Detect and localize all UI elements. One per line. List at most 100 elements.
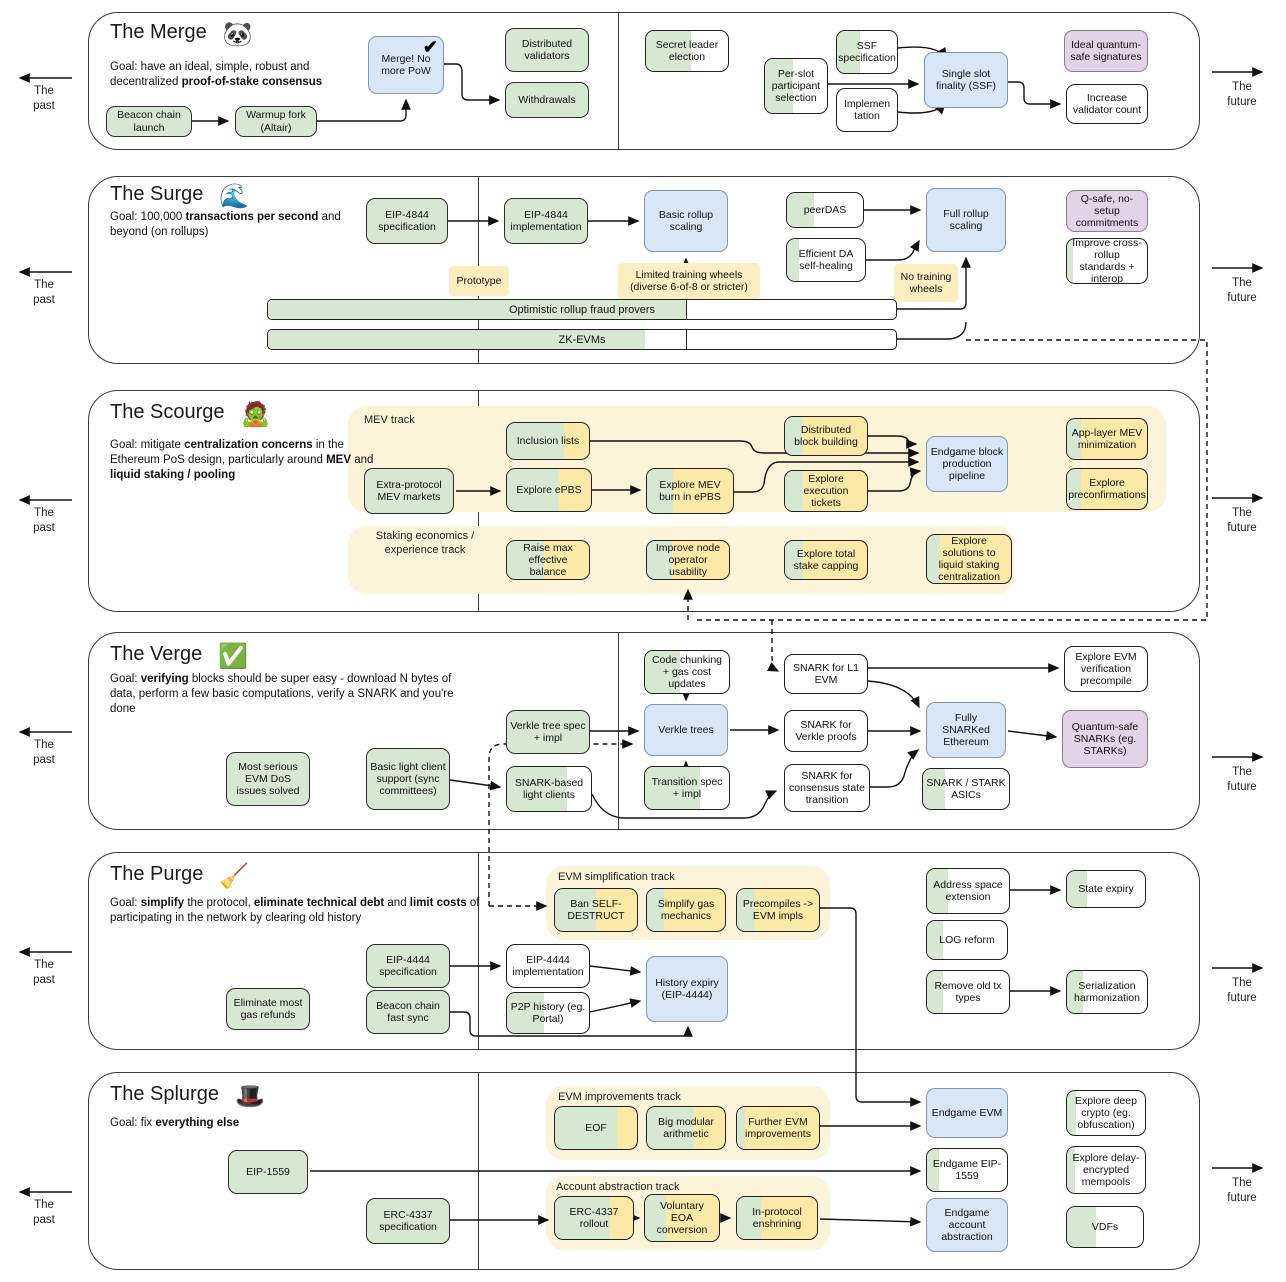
snark-for-l1-evm: SNARK for L1 EVM [784,654,868,694]
the-merge-container [88,12,1200,150]
explore-liquid-staking-solutions: Explore solutions to liquid staking cent… [926,534,1012,584]
explore-preconfirmations: Explore preconfirmations [1066,468,1148,510]
the-merge-title: The Merge🐼 [110,20,253,49]
snark-stark-asics: SNARK / STARK ASICs [922,768,1010,810]
the-verge-title: The Verge✅ [110,642,248,671]
improve-node-operator-usability: Improve node operator usability [646,540,730,580]
ssf-specification: SSF specification [836,30,898,74]
the-future-label: The future [1227,766,1257,793]
the-past-label: The past [33,1199,55,1226]
address-space-extension: Address space extension [926,868,1010,914]
full-rollup-scaling: Full rollup scaling [926,188,1006,252]
remove-old-tx-types: Remove old tx types [926,970,1010,1014]
the-purge-container [88,852,1200,1050]
per-slot-participant-selection: Per-slot participant selection [764,58,828,114]
eip-1559: EIP-1559 [228,1150,308,1194]
zk-evms-bar: ZK-EVMs [267,329,897,350]
secret-leader-election: Secret leader election [645,30,729,72]
the-merge-divider [618,12,619,150]
peerdas: peerDAS [786,192,864,228]
explore-deep-crypto: Explore deep crypto (eg. obfuscation) [1066,1090,1146,1136]
the-splurge-container [88,1072,1200,1270]
limited-training-wheels-label: Limited training wheels (diverse 6-of-8 … [618,263,760,299]
mev-track-label: MEV track [364,414,415,426]
q-safe-no-setup-commitments: Q-safe, no-setup commitments [1066,190,1148,232]
efficient-da-self-healing: Efficient DA self-healing [786,238,866,282]
explore-execution-tickets: Explore execution tickets [784,470,868,512]
explore-evm-verification-precompile: Explore EVM verification precompile [1064,646,1148,692]
simplify-gas-mechanics: Simplify gas mechanics [646,888,726,932]
app-layer-mev-minimization: App-layer MEV minimization [1066,418,1148,460]
zombie-icon: 🧟 [240,401,271,428]
the-surge-container [88,176,1200,364]
improve-cross-rollup-standards: Improve cross- rollup standards + intero… [1066,238,1148,284]
account-abstraction-track-label: Account abstraction track [556,1181,680,1193]
the-merge-title-text: The Merge [110,21,207,43]
merge-no-more-pow: Merge! No more PoW✔ [368,36,444,94]
explore-mev-burn-in-epbs: Explore MEV burn in ePBS [646,468,734,514]
basic-light-client-support: Basic light client support (sync committ… [366,748,450,810]
the-purge-title-text: The Purge [110,863,204,885]
evm-improvements-track-label: EVM improvements track [558,1091,681,1103]
no-training-wheels-label: No training wheels [894,264,958,302]
basic-rollup-scaling: Basic rollup scaling [644,190,728,252]
check-icon: ✅ [218,643,249,670]
ssf-implementation: Implemen tation [836,88,898,132]
distributed-block-building: Distributed block building [784,416,868,456]
the-verge-goal: Goal: verifying blocks should be super e… [110,673,454,715]
the-verge-divider [618,632,619,830]
optimistic-rollup-fraud-provers-bar: Optimistic rollup fraud provers [267,299,897,320]
increase-validator-count: Increase validator count [1066,84,1148,124]
endgame-eip-1559: Endgame EIP-1559 [926,1148,1008,1192]
eip-4844-specification: EIP-4844 specification [366,198,448,244]
eip-4444-specification: EIP-4444 specification [366,944,450,988]
transition-spec-impl: Transition spec + impl [644,766,730,810]
fully-snarked-ethereum: Fully SNARKed Ethereum [926,702,1006,758]
withdrawals: Withdrawals [505,82,589,118]
inclusion-lists: Inclusion lists [506,422,590,460]
eliminate-most-gas-refunds: Eliminate most gas refunds [226,988,310,1030]
verkle-tree-spec-impl: Verkle tree spec + impl [506,710,590,754]
eip-4444-implementation: EIP-4444 implementation [506,944,590,988]
raise-max-effective-balance: Raise max effective balance [506,540,590,580]
warmup-fork-altair: Warmup fork (Altair) [235,106,317,137]
the-purge-divider [478,852,479,1050]
the-purge-goal: Goal: simplify the protocol, eliminate t… [110,897,480,924]
most-serious-evm-dos-issues-solved: Most serious EVM DoS issues solved [226,752,310,806]
code-chunking-gas-cost-updates: Code chunking + gas cost updates [644,650,730,694]
erc-4337-specification: ERC-4337 specification [366,1198,450,1244]
the-splurge-goal: Goal: fix everything else [110,1117,240,1129]
the-future-label: The future [1227,277,1257,304]
staking-track-label: Staking economics / experience track [375,530,475,556]
big-modular-arithmetic: Big modular arithmetic [646,1106,726,1150]
eip-4844-implementation: EIP-4844 implementation [504,198,588,244]
history-expiry-eip-4444: History expiry (EIP-4444) [646,956,728,1022]
log-reform: LOG reform [926,920,1008,960]
snark-based-light-clients: SNARK-based light clients [506,766,592,812]
state-expiry: State expiry [1066,870,1146,908]
the-surge-goal: Goal: 100,000 transactions per second an… [110,211,341,238]
top-hat-icon: 🎩 [234,1083,265,1110]
the-past-label: The past [33,85,55,112]
the-past-label: The past [33,279,55,306]
the-merge-goal: Goal: have an ideal, simple, robust and … [110,61,323,88]
serialization-harmonization: Serialization harmonization [1066,970,1148,1014]
endgame-block-production-pipeline: Endgame block production pipeline [926,436,1008,492]
the-surge-title: The Surge 🌊 [110,182,249,211]
the-future-label: The future [1227,507,1257,534]
the-past-label: The past [33,959,55,986]
wave-icon: 🌊 [219,183,250,210]
the-surge-title-text: The Surge [110,183,204,205]
the-future-label: The future [1227,81,1257,108]
the-past-label: The past [33,507,55,534]
further-evm-improvements: Further EVM improvements [736,1106,820,1150]
prototype-label: Prototype [449,266,509,296]
vdfs: VDFs [1066,1206,1144,1248]
the-verge-container [88,632,1200,830]
evm-simplification-track-label: EVM simplification track [558,871,675,883]
the-splurge-title: The Splurge🎩 [110,1082,265,1111]
ideal-quantum-safe-signatures: Ideal quantum- safe signatures [1064,30,1148,72]
voluntary-eoa-conversion: Voluntary EOA conversion [644,1194,720,1242]
ban-self-destruct: Ban SELF- DESTRUCT [554,888,638,932]
